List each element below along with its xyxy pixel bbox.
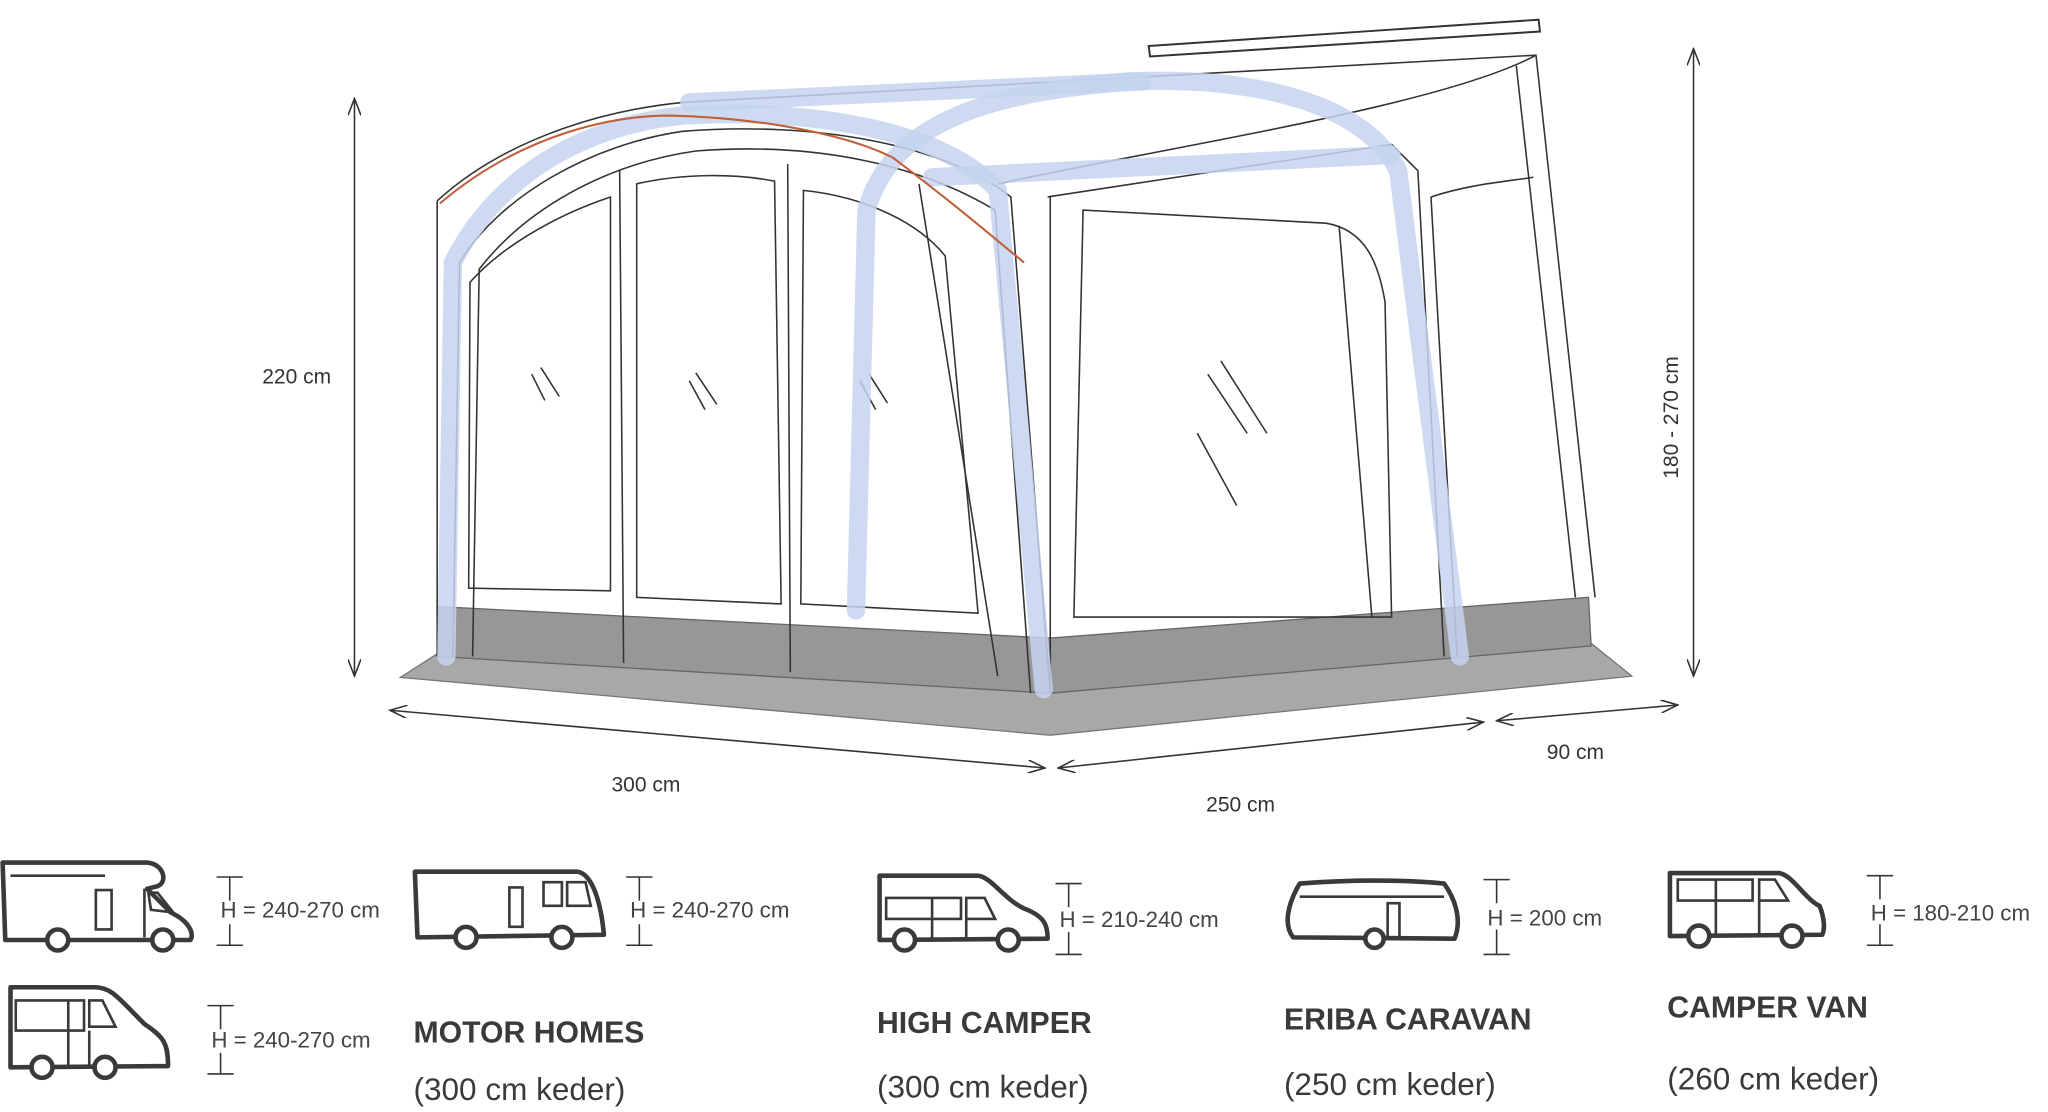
camper-van-height: H = 180-210 cm [1871, 900, 2030, 925]
high-camper-icon [877, 873, 1050, 953]
motorhome-height-2: H = 240-270 cm [630, 898, 789, 923]
eriba-caravan-icon [1285, 878, 1461, 951]
camper-van-keder: (260 cm keder) [1667, 1061, 1879, 1097]
width-side-arrow [1058, 722, 1483, 768]
awning-illustration [398, 18, 1634, 736]
camper-van-icon [1667, 870, 1827, 949]
width-front-label: 300 cm [611, 774, 680, 797]
high-camper-height: H = 210-240 cm [1059, 907, 1218, 932]
motorhome-integrated-icon [412, 869, 607, 951]
camper-van-title: CAMPER VAN [1667, 991, 1868, 1024]
eriba-caravan-keder: (250 cm keder) [1284, 1066, 1496, 1102]
motorhome-height-3: H = 240-270 cm [211, 1028, 370, 1053]
motorhome-height-1: H = 240-270 cm [221, 898, 380, 923]
height-front-label: 220 cm [262, 365, 331, 388]
high-camper-keder: (300 cm keder) [877, 1069, 1089, 1105]
van-icon [8, 984, 171, 1081]
front-window-1 [467, 195, 612, 592]
motor-homes-title: MOTOR HOMES [414, 1016, 645, 1049]
width-front-arrow [390, 710, 1045, 768]
front-window-3 [800, 189, 979, 614]
height-marker-icon [207, 874, 1894, 1075]
width-side-label: 250 cm [1206, 793, 1275, 816]
side-window [1073, 209, 1393, 618]
eriba-caravan-title: ERIBA CARAVAN [1284, 1003, 1532, 1036]
keder-rail [1147, 18, 1542, 58]
front-window-2 [635, 174, 782, 605]
motor-homes-keder: (300 cm keder) [414, 1071, 626, 1107]
height-rear-label: 180 - 270 cm [1660, 356, 1683, 479]
high-camper-title: HIGH CAMPER [877, 1007, 1092, 1040]
depth-annex-label: 90 cm [1547, 741, 1604, 764]
roof-outline [436, 54, 1596, 694]
depth-annex-arrow [1497, 705, 1678, 721]
accent-line [439, 114, 1025, 264]
motorhome-overcab-icon [0, 860, 195, 953]
eriba-caravan-height: H = 200 cm [1487, 906, 1602, 931]
